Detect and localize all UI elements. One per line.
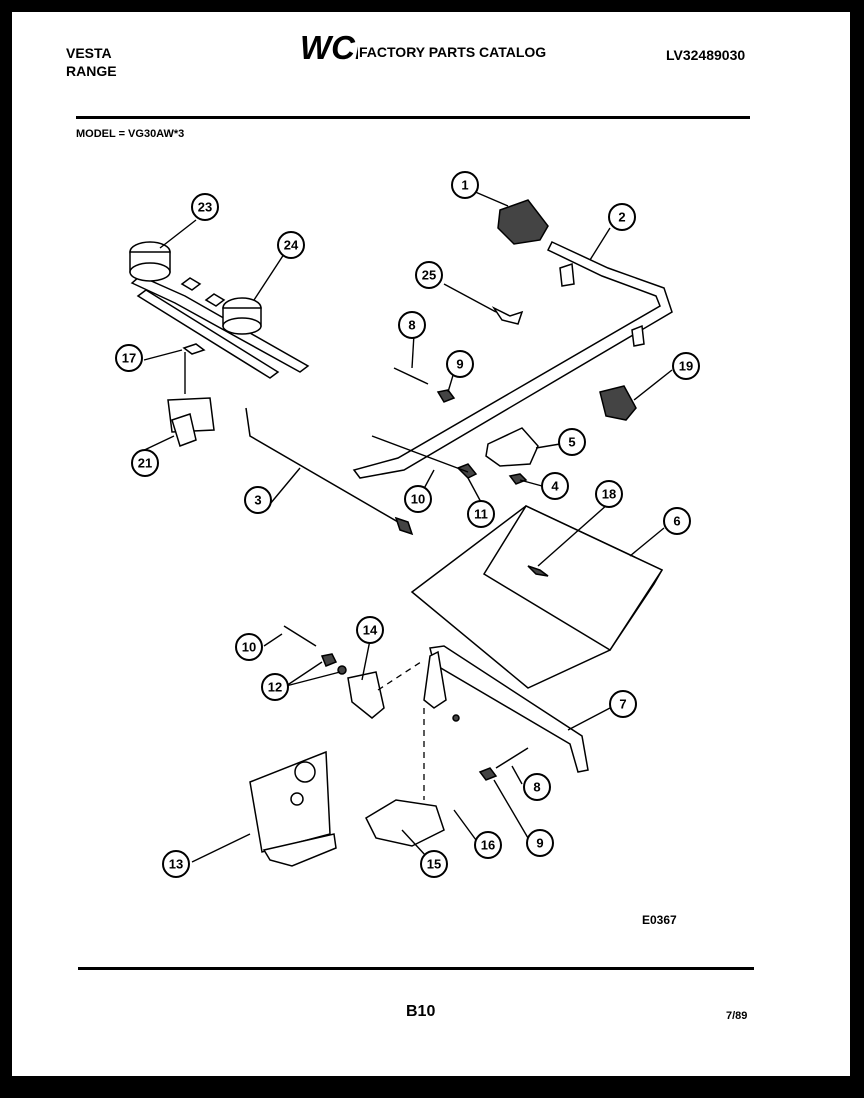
diagram-code: E0367 — [642, 913, 677, 927]
brand-block: VESTA RANGE — [66, 44, 117, 80]
svg-text:5: 5 — [568, 435, 575, 450]
catalog-date: 7/89 — [726, 1010, 748, 1022]
svg-text:16: 16 — [481, 838, 495, 853]
svg-text:14: 14 — [363, 623, 378, 638]
callout-16: 16 — [474, 831, 502, 859]
callout-12: 12 — [261, 673, 289, 701]
pressure-regulator — [497, 199, 549, 245]
model-label: MODEL = VG30AW*3 — [76, 128, 185, 140]
callout-8: 8 — [398, 311, 426, 339]
svg-text:11: 11 — [474, 507, 488, 522]
lower-screw — [495, 747, 529, 769]
svg-text:1: 1 — [461, 178, 468, 193]
wci-logo: WCI — [300, 30, 358, 64]
header-rule — [76, 116, 750, 119]
callout-24: 24 — [277, 231, 305, 259]
svg-text:6: 6 — [673, 514, 680, 529]
washer — [508, 473, 528, 485]
svg-text:8: 8 — [533, 780, 540, 795]
burner-valve — [599, 385, 637, 421]
screw — [393, 367, 429, 385]
oven-thermostat — [365, 799, 445, 847]
logo-lettering: WCI — [300, 30, 358, 64]
product-type: RANGE — [66, 63, 117, 79]
callout-14: 14 — [356, 616, 384, 644]
tube-fitting — [394, 516, 414, 536]
svg-text:18: 18 — [602, 487, 616, 502]
callout-17: 17 — [115, 344, 143, 372]
callout-9-lower: 9 — [526, 829, 554, 857]
pilot-screw — [283, 625, 317, 647]
callout-5: 5 — [558, 428, 586, 456]
callout-9: 9 — [446, 350, 474, 378]
callout-13: 13 — [162, 850, 190, 878]
thermostat-bracket — [347, 671, 385, 719]
callout-23: 23 — [191, 193, 219, 221]
callout-21: 21 — [131, 449, 159, 477]
svg-text:8: 8 — [408, 318, 415, 333]
lower-nut — [478, 767, 498, 781]
callout-3: 3 — [244, 486, 272, 514]
callout-2: 2 — [608, 203, 636, 231]
callout-7: 7 — [609, 690, 637, 718]
oven-burner — [429, 645, 589, 773]
svg-text:2: 2 — [618, 210, 625, 225]
svg-text:13: 13 — [169, 857, 183, 872]
svg-text:9: 9 — [456, 357, 463, 372]
thermostat-bulb-line — [453, 809, 477, 841]
svg-text:9: 9 — [536, 836, 543, 851]
svg-text:12: 12 — [268, 680, 282, 695]
leader-lines — [135, 187, 673, 863]
shield-clip — [527, 565, 549, 577]
catalog-page — [12, 12, 850, 1076]
burner-bracket — [167, 343, 215, 447]
callout-4: 4 — [541, 472, 569, 500]
svg-text:10: 10 — [242, 640, 256, 655]
callout-8-lower: 8 — [523, 773, 551, 801]
svg-text:3: 3 — [254, 493, 261, 508]
callout-1: 1 — [451, 171, 479, 199]
svg-text:7: 7 — [619, 697, 626, 712]
page-number: B10 — [406, 1003, 436, 1020]
svg-text:21: 21 — [138, 456, 152, 471]
svg-text:19: 19 — [679, 359, 693, 374]
oven-gas-valve — [485, 427, 539, 467]
manifold-pipe — [352, 241, 673, 479]
svg-text:15: 15 — [427, 857, 441, 872]
svg-text:25: 25 — [422, 268, 436, 283]
footer-rule — [78, 967, 754, 970]
catalog-title: FACTORY PARTS CATALOG — [359, 44, 547, 60]
callout-15: 15 — [420, 850, 448, 878]
burner-assembly — [129, 241, 310, 379]
brand-name: VESTA — [66, 45, 112, 61]
callout-25: 25 — [415, 261, 443, 289]
svg-text:24: 24 — [284, 238, 299, 253]
catalog-number: LV32489030 — [666, 47, 746, 63]
manifold-bracket — [559, 262, 575, 287]
callout-19: 19 — [672, 352, 700, 380]
callout-10-lower: 10 — [235, 633, 263, 661]
nut — [436, 389, 456, 403]
callout-10: 10 — [404, 485, 432, 513]
svg-text:10: 10 — [411, 492, 425, 507]
svg-text:17: 17 — [122, 351, 136, 366]
callout-18: 18 — [595, 480, 623, 508]
fastener — [320, 653, 338, 667]
svg-text:23: 23 — [198, 200, 212, 215]
svg-text:4: 4 — [551, 479, 559, 494]
callout-11: 11 — [467, 500, 495, 528]
clip — [491, 306, 524, 325]
callout-6: 6 — [663, 507, 691, 535]
